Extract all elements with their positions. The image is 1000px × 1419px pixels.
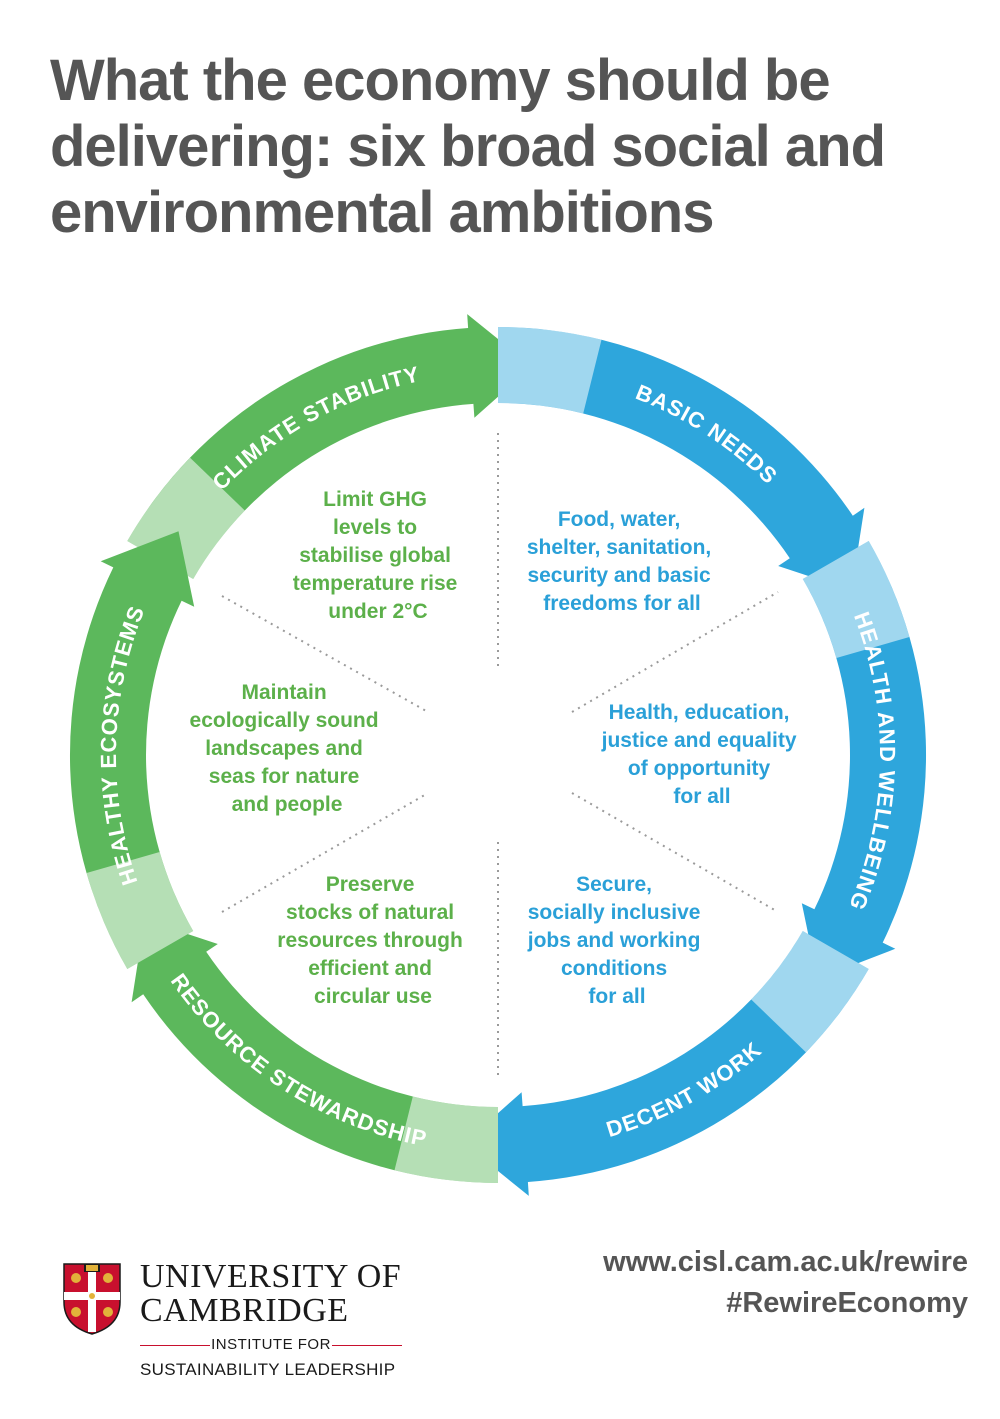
- segment-dividers: [221, 433, 779, 1078]
- ring-arrow-fade-resource: [394, 1096, 498, 1183]
- logo-university-of: UNIVERSITY OF: [140, 1258, 402, 1295]
- segment-divider-4: [571, 591, 779, 713]
- logo-cambridge: CAMBRIDGE: [140, 1292, 349, 1329]
- footer-url: www.cisl.cam.ac.uk/rewire: [603, 1246, 968, 1278]
- segment-text-resource: Preserve stocks of natural resources thr…: [277, 873, 468, 1008]
- ring-arrow-fade-ecosystems: [86, 852, 194, 969]
- title-line-1: What the economy should be: [50, 48, 831, 113]
- logo-institute-for: INSTITUTE FOR: [211, 1336, 331, 1353]
- ring-arrow-resource: [131, 919, 498, 1183]
- title-line-3: environmental ambitions: [50, 180, 714, 245]
- page-title: What the economy should be delivering: s…: [50, 48, 970, 246]
- cambridge-crest-icon: [63, 1263, 121, 1335]
- segment-text-decent-work: Secure, socially inclusive jobs and work…: [527, 873, 707, 1008]
- logo-rule-right: [332, 1345, 402, 1346]
- ring-arrows: [69, 314, 927, 1196]
- title-line-2: delivering: six broad social and: [50, 114, 886, 179]
- footer-hashtag: #RewireEconomy: [726, 1287, 968, 1319]
- logo-rule-left: [140, 1345, 210, 1346]
- segment-text-health: Health, education, justice and equality …: [601, 701, 803, 808]
- ring-arrow-fade-decent: [751, 931, 869, 1053]
- ring-arrow-health: [801, 541, 927, 979]
- logo-sustainability-leadership: SUSTAINABILITY LEADERSHIP: [140, 1360, 396, 1379]
- ring-arrow-ecosystems: [69, 531, 195, 969]
- segment-texts: Limit GHG levels to stabilise global tem…: [190, 488, 803, 1008]
- segment-text-climate: Limit GHG levels to stabilise global tem…: [293, 488, 463, 623]
- ring-arrow-fade-health: [802, 541, 910, 658]
- ring-arrow-fade-basic: [498, 326, 602, 414]
- segment-text-basic-needs: Food, water, shelter, sanitation, securi…: [527, 508, 717, 615]
- segment-divider-3: [221, 595, 429, 713]
- segment-text-ecosystems: Maintain ecologically sound landscapes a…: [190, 681, 385, 816]
- ring-arrow-basic: [498, 327, 865, 591]
- cambridge-logo: UNIVERSITY OF CAMBRIDGE INSTITUTE FOR SU…: [62, 1258, 422, 1388]
